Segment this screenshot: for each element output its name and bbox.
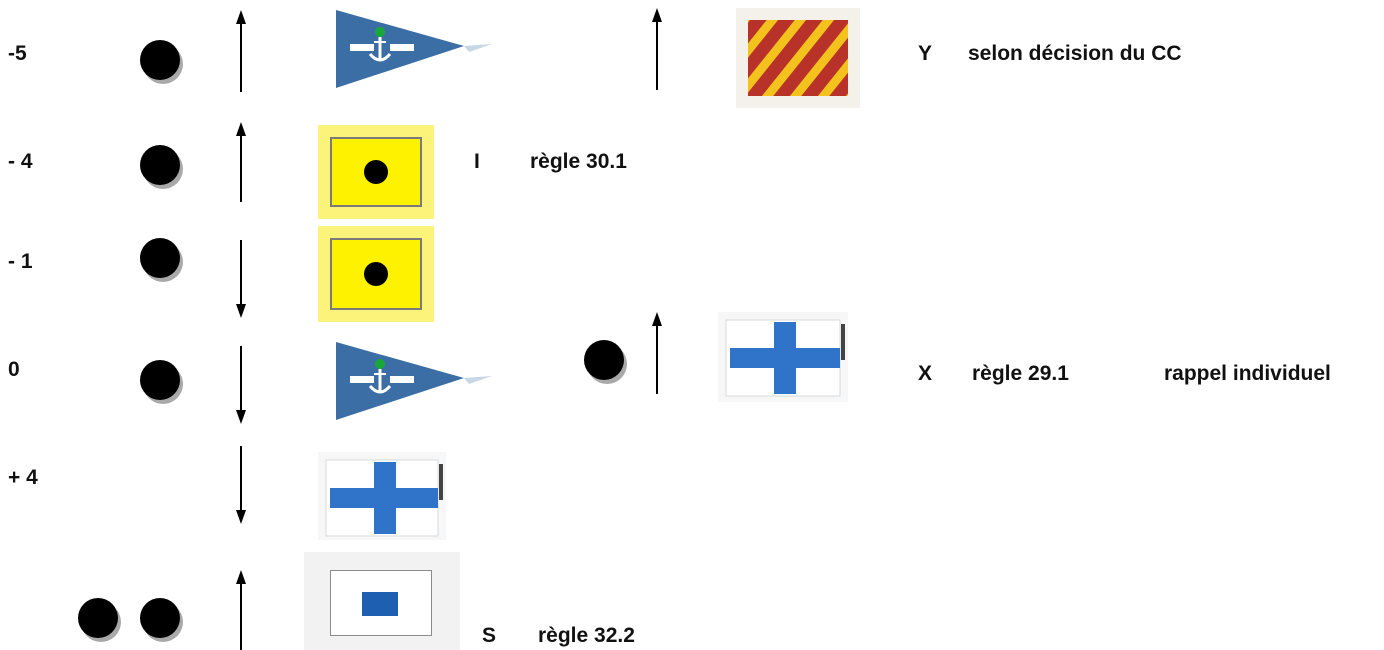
sound-signal-dot (140, 238, 180, 278)
arrow-up-icon (236, 10, 246, 92)
time-label-minus-1: - 1 (8, 250, 33, 273)
arrow-up-icon (236, 122, 246, 202)
sound-signal-dot (140, 598, 180, 638)
arrow-down-icon (236, 240, 246, 318)
time-label-zero: 0 (8, 358, 20, 381)
signal-letter-i: I (474, 150, 480, 173)
time-label-plus-4: + 4 (8, 466, 38, 489)
signal-letter-y: Y (918, 42, 933, 65)
arrow-up-icon (652, 8, 662, 90)
arrow-up-icon (652, 312, 662, 394)
sound-signal-dot (584, 340, 624, 380)
signal-letter-s: S (482, 624, 497, 647)
flag-i-icon (318, 226, 434, 322)
flag-x-icon (718, 312, 848, 402)
flag-i-icon (318, 125, 434, 219)
flag-s-icon (304, 552, 460, 650)
time-label-minus-5: -5 (8, 42, 27, 65)
arrow-down-icon (236, 446, 246, 524)
club-pennant-icon (336, 342, 492, 420)
rule-30-1: règle 30.1 (530, 150, 627, 173)
arrow-up-icon (236, 570, 246, 650)
sound-signal-dot (78, 598, 118, 638)
signal-letter-x: X (918, 362, 933, 385)
sound-signal-dot (140, 360, 180, 400)
time-label-minus-4: - 4 (8, 150, 33, 173)
flag-y-icon (736, 8, 860, 108)
arrow-down-icon (236, 346, 246, 424)
individual-recall-note: rappel individuel (1164, 362, 1331, 385)
rule-32-2: règle 32.2 (538, 624, 635, 647)
flag-x-icon (318, 452, 446, 540)
club-pennant-icon (336, 10, 492, 88)
sound-signal-dot (140, 145, 180, 185)
rule-29-1: règle 29.1 (972, 362, 1069, 385)
sound-signal-dot (140, 40, 180, 80)
y-description: selon décision du CC (968, 42, 1182, 65)
